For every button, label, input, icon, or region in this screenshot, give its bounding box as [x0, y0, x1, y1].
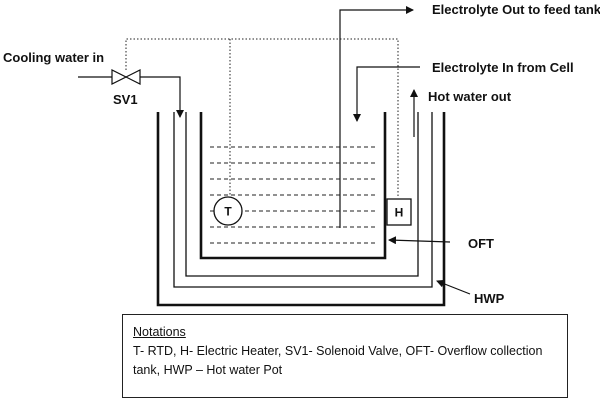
label-hot-water-out: Hot water out	[428, 89, 512, 104]
overflow-tank-wall	[199, 112, 387, 260]
oft-pointer	[388, 236, 451, 245]
notations-text: T- RTD, H- Electric Heater, SV1- Solenoi…	[133, 344, 543, 377]
hot-water-pot-wall	[156, 112, 446, 307]
label-sv1: SV1	[113, 92, 138, 107]
label-electrolyte-in: Electrolyte In from Cell	[432, 60, 574, 75]
electric-heater: H	[386, 198, 412, 226]
cooling-water-pipe-right	[140, 76, 184, 118]
solenoid-valve-sv1	[111, 69, 141, 85]
label-cooling-water-in: Cooling water in	[3, 50, 104, 65]
notations-box: Notations T- RTD, H- Electric Heater, SV…	[122, 314, 568, 398]
label-oft: OFT	[468, 236, 494, 251]
control-signal-lines	[125, 38, 399, 198]
hwp-pointer	[436, 279, 471, 295]
electrolyte-out-line	[339, 6, 414, 228]
rtd-symbol: T	[224, 205, 232, 219]
label-electrolyte-out: Electrolyte Out to feed tank	[432, 2, 600, 17]
label-hwp: HWP	[474, 291, 505, 306]
heater-symbol: H	[395, 206, 404, 220]
electrolyte-level-lines	[210, 146, 378, 244]
jacket-wall-outer	[173, 112, 433, 288]
jacket-wall-inner	[185, 112, 419, 277]
electrolyte-in-line	[353, 66, 420, 122]
rtd-sensor: T	[213, 196, 243, 226]
notations-title: Notations	[133, 325, 186, 339]
